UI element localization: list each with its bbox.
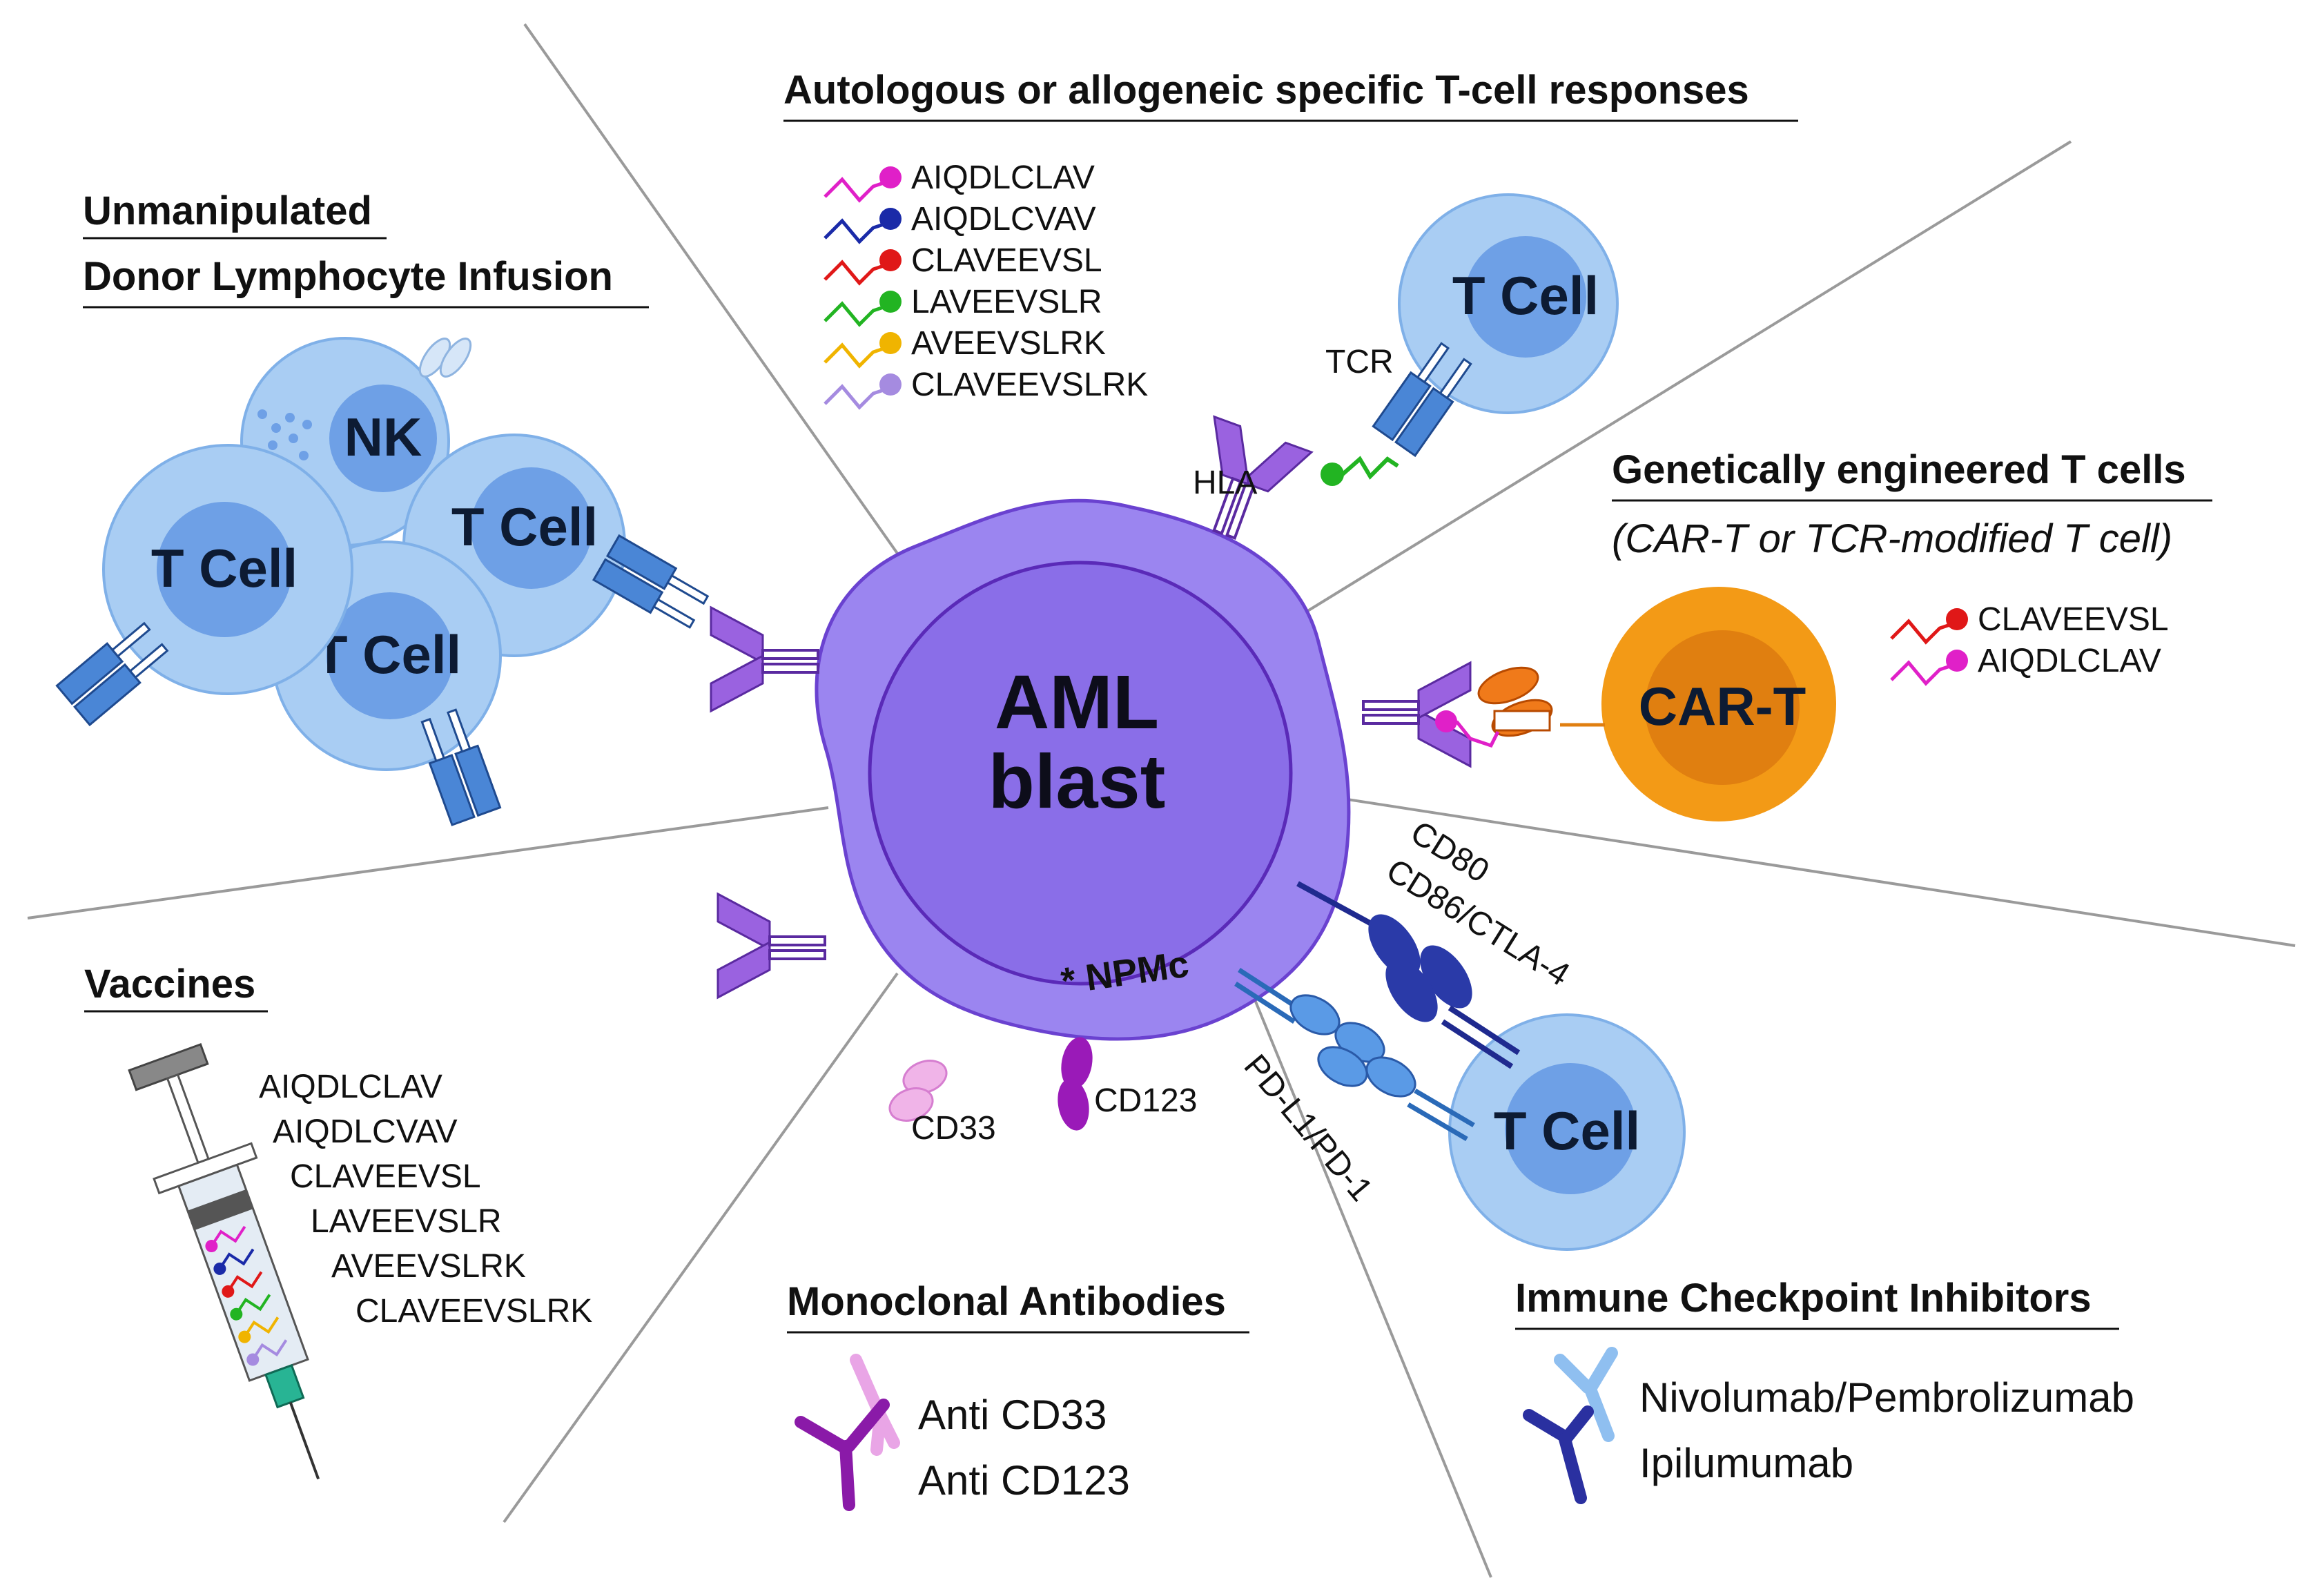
peptide-top-dot-icon — [879, 291, 902, 313]
peptide-top-label: AIQDLCVAV — [911, 201, 1096, 237]
peptide-top-squiggle-icon — [824, 218, 884, 244]
section-dli-title: Unmanipulated Donor Lymphocyte Infusion — [83, 188, 649, 309]
tcell-checkpoint-label: T Cell — [1494, 1100, 1640, 1161]
hla-molecule-left — [710, 606, 819, 712]
vaccine-peptide-labels: AIQDLCLAV AIQDLCVAV CLAVEEVSL LAVEEVSLR … — [259, 1069, 592, 1330]
peptide-car-squiggle-icon — [1890, 619, 1951, 645]
checkpoint-title: Immune Checkpoint Inhibitors — [1515, 1276, 2092, 1321]
peptide-presented-cart — [1435, 710, 1500, 748]
vaccines-title: Vaccines — [84, 962, 255, 1006]
anti-ctla4-antibody-icon — [1523, 1405, 1594, 1504]
peptide-top-row: AVEEVSLRK — [824, 325, 1106, 369]
car-t-cell: CAR-T — [1601, 587, 1836, 821]
vaccine-peptide-6: CLAVEEVSLRK — [355, 1293, 592, 1330]
cd33-antigen — [888, 1060, 948, 1122]
peptide-list-top: AIQDLCLAV AIQDLCVAV CLAVEEVSL LAVEEVSLR AVEE… — [824, 159, 1148, 410]
section-vaccines: Vaccines — [84, 962, 268, 1013]
peptide-top-squiggle-icon — [824, 260, 884, 286]
section-checkpoint: Immune Checkpoint Inhibitors Nivolumab/P… — [1515, 1276, 2134, 1504]
peptide-top-dot-icon — [879, 166, 902, 188]
tcell-dli-bottom-label: T Cell — [315, 624, 461, 685]
mabs-title: Monoclonal Antibodies — [787, 1279, 1226, 1324]
vaccine-peptide-4: LAVEEVSLR — [311, 1203, 502, 1240]
peptide-top-squiggle-icon — [824, 342, 884, 369]
peptide-car-row: CLAVEEVSL — [1890, 601, 2169, 645]
tcell-dli-right-label: T Cell — [451, 496, 598, 557]
dli-cell-cluster: NK T Cell T Cell T Cell — [55, 337, 713, 826]
tcell-responses-title: Autologous or allogeneic specific T-cell… — [783, 68, 1749, 113]
peptide-top-label: CLAVEEVSLRK — [911, 367, 1148, 403]
tcell-dli-left-label: T Cell — [151, 538, 298, 598]
blast-label-line1: AML — [995, 660, 1159, 745]
checkpoint-item-2: Ipilumumab — [1639, 1440, 1853, 1486]
peptide-top-dot-icon — [879, 373, 902, 396]
peptide-top-label: AVEEVSLRK — [911, 325, 1106, 362]
tcell-checkpoint: T Cell — [1448, 1013, 1686, 1251]
vaccine-syringe — [128, 1042, 320, 1480]
peptide-top-row: CLAVEEVSL — [824, 242, 1102, 286]
peptide-car-row: AIQDLCLAV — [1890, 643, 2161, 686]
vaccine-peptide-3: CLAVEEVSL — [290, 1158, 481, 1195]
vaccine-peptide-1: AIQDLCLAV — [259, 1069, 442, 1105]
section-tcell-responses: Autologous or allogeneic specific T-cell… — [783, 68, 1798, 122]
cd123-antigen — [1058, 1037, 1093, 1131]
peptide-top-row: AIQDLCLAV — [824, 159, 1095, 203]
anti-cd123-antibody-icon — [795, 1399, 890, 1511]
peptide-list-car: CLAVEEVSL AIQDLCLAV — [1890, 601, 2169, 686]
peptide-top-squiggle-icon — [824, 301, 884, 327]
engineered-title: Genetically engineered T cells — [1612, 447, 2186, 492]
peptide-top-dot-icon — [879, 332, 902, 354]
hla-label: HLA — [1193, 465, 1257, 501]
car-receptor — [1477, 666, 1605, 737]
peptide-car-dot-icon — [1946, 608, 1968, 630]
cd80-ctla4-pair — [1296, 881, 1521, 1069]
peptide-top-squiggle-icon — [824, 384, 884, 410]
peptide-top-dot-icon — [879, 208, 902, 230]
peptide-top-label: AIQDLCLAV — [911, 159, 1095, 196]
peptide-top-row: CLAVEEVSLRK — [824, 367, 1148, 410]
peptide-presented-top — [1321, 456, 1399, 486]
peptide-top-label: LAVEEVSLR — [911, 284, 1102, 320]
vaccine-peptide-5: AVEEVSLRK — [331, 1248, 526, 1285]
mab-item-1: Anti CD33 — [918, 1392, 1107, 1438]
tcell-top: T Cell — [1398, 193, 1619, 414]
tcr-label: TCR — [1325, 344, 1394, 380]
cd33-label: CD33 — [911, 1110, 996, 1147]
mab-item-2: Anti CD123 — [918, 1457, 1130, 1503]
peptide-car-label: AIQDLCLAV — [1978, 643, 2161, 679]
anti-pd1-antibody-icon — [1554, 1347, 1618, 1442]
nk-label: NK — [344, 407, 422, 467]
tcr-dli-right — [592, 534, 713, 634]
cd123-label: CD123 — [1094, 1082, 1197, 1119]
dli-title-line1: Unmanipulated — [83, 188, 372, 233]
tcell-top-label: T Cell — [1452, 265, 1599, 326]
car-t-label: CAR-T — [1639, 676, 1806, 737]
section-mabs: Monoclonal Antibodies Anti CD33 Anti CD1… — [787, 1279, 1249, 1511]
peptide-top-squiggle-icon — [824, 177, 884, 203]
peptide-top-row: LAVEEVSLR — [824, 284, 1102, 327]
peptide-car-squiggle-icon — [1890, 660, 1951, 686]
peptide-top-label: CLAVEEVSL — [911, 242, 1102, 279]
blast-label-line2: blast — [988, 739, 1166, 824]
aml-blast-cell: AML blast * NPMc — [815, 498, 1351, 1041]
peptide-top-dot-icon — [879, 249, 902, 271]
peptide-car-label: CLAVEEVSL — [1978, 601, 2169, 638]
peptide-top-row: AIQDLCVAV — [824, 201, 1096, 244]
tcr-dli-bottom — [414, 705, 502, 826]
dli-title-line2: Donor Lymphocyte Infusion — [83, 254, 613, 299]
pdl1-pd1-pair — [1234, 968, 1475, 1142]
hla-molecule-bottom-left — [717, 893, 826, 999]
engineered-subtitle: (CAR-T or TCR-modified T cell) — [1612, 516, 2172, 561]
vaccine-peptide-2: AIQDLCVAV — [273, 1113, 458, 1150]
checkpoint-item-1: Nivolumab/Pembrolizumab — [1639, 1374, 2134, 1421]
section-engineered: Genetically engineered T cells (CAR-T or… — [1612, 447, 2212, 561]
peptide-car-dot-icon — [1946, 650, 1968, 672]
section-dividers — [27, 23, 2296, 1578]
